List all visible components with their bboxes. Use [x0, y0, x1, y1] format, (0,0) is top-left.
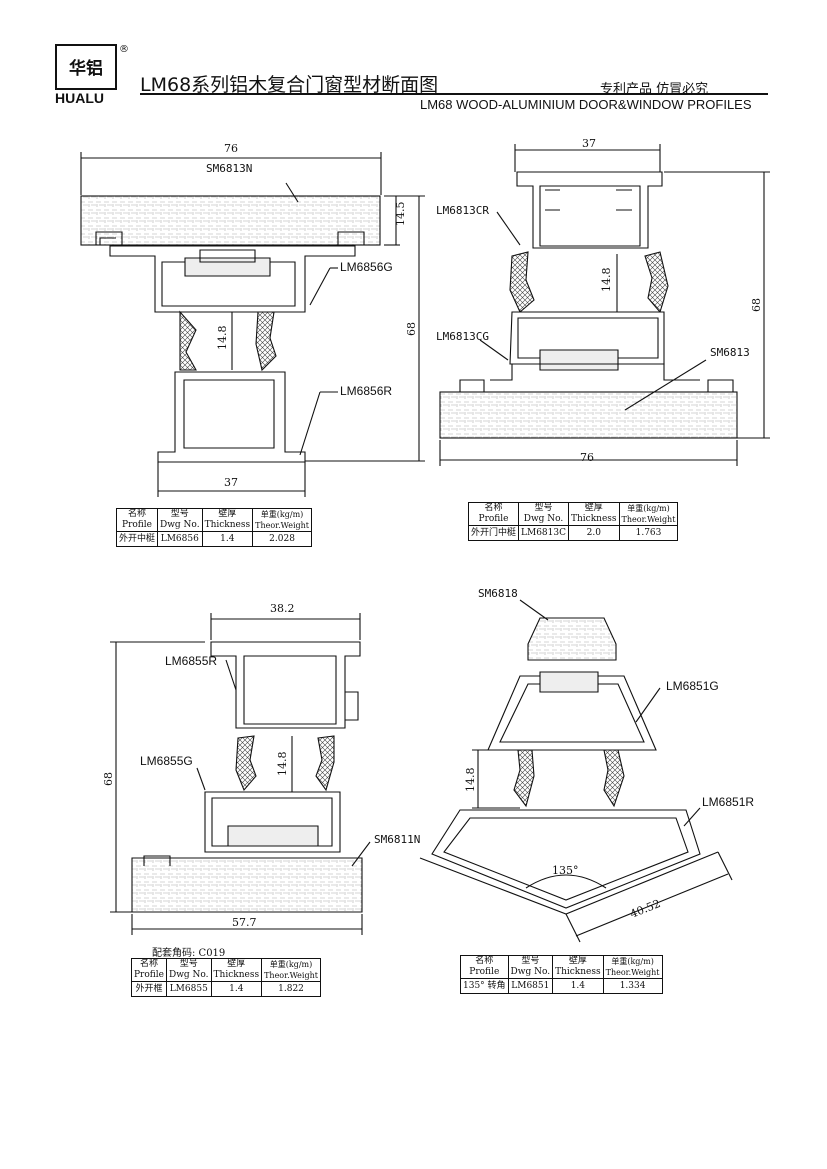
label-sm6818: SM6818: [478, 587, 518, 600]
dim-68-s1: 68: [405, 322, 418, 336]
section-2-drawing: [439, 144, 770, 466]
page-title-en: LM68 WOOD-ALUMINIUM DOOR&WINDOW PROFILES: [420, 97, 752, 112]
header-rule: [140, 93, 768, 95]
dim-68-s3: 68: [102, 772, 115, 786]
cell-weight: 1.822: [261, 981, 321, 997]
dim-38-2: 38.2: [270, 602, 295, 615]
section-1-drawing: [80, 152, 425, 497]
section-3-drawing: [110, 613, 371, 935]
cell-profile: 外开中梃: [115, 531, 159, 547]
cell-thickness: 1.4: [210, 981, 263, 997]
label-lm6855g: LM6855G: [140, 754, 193, 768]
cell-thickness: 2.0: [568, 525, 620, 541]
cell-dwg: LM6813C: [518, 525, 569, 541]
dim-135-deg: 135°: [552, 864, 579, 877]
label-lm6813cg: LM6813CG: [436, 330, 489, 343]
label-lm6855r: LM6855R: [165, 654, 217, 668]
cell-profile: 135° 转角: [460, 978, 509, 994]
th-weight: 单重(kg/m)Theor.Weight: [618, 502, 679, 526]
dim-14-8-s1: 14.8: [216, 326, 229, 351]
cell-thickness: 1.4: [552, 978, 604, 994]
registered-mark: ®: [119, 44, 129, 55]
page-title-zh: LM68系列铝木复合门窗型材断面图: [140, 74, 439, 96]
th-weight: 单重(kg/m)Theor.Weight: [252, 508, 312, 532]
label-lm6856r: LM6856R: [340, 384, 392, 398]
cell-dwg: LM6855: [165, 981, 212, 997]
th-weight: 单重(kg/m)Theor.Weight: [261, 958, 321, 982]
dim-14-8-s3: 14.8: [276, 752, 289, 777]
label-lm6856g: LM6856G: [340, 260, 393, 274]
corner-key-note: 配套角码: C019: [152, 948, 226, 959]
label-sm6813n: SM6813N: [206, 162, 252, 175]
section-4-drawing: [419, 599, 733, 943]
cell-thickness: 1.4: [201, 531, 254, 547]
cell-profile: 外开门中梃: [467, 525, 520, 541]
label-lm6813cr: LM6813CR: [436, 204, 489, 217]
cell-weight: 2.028: [252, 531, 312, 547]
dim-37-top: 37: [582, 137, 596, 150]
dim-76-top: 76: [224, 142, 238, 155]
brand-logo: 华铝: [55, 44, 117, 90]
dim-76-bottom: 76: [580, 451, 594, 464]
label-sm6813: SM6813: [710, 346, 750, 359]
dim-40-52: 40.52: [628, 897, 662, 921]
dim-37-bottom: 37: [224, 476, 238, 489]
cell-weight: 1.334: [602, 978, 663, 994]
cell-weight: 1.763: [618, 525, 679, 541]
cell-profile: 外开框: [131, 981, 167, 997]
label-lm6851g: LM6851G: [666, 679, 719, 693]
dim-14-8-s4: 14.8: [464, 768, 477, 793]
dim-14-5: 14.5: [394, 202, 407, 227]
brand-name: HUALU: [55, 90, 104, 106]
label-lm6851r: LM6851R: [702, 795, 754, 809]
dim-14-8-s2: 14.8: [600, 268, 613, 293]
label-sm6811n: SM6811N: [374, 833, 420, 846]
cell-dwg: LM6856: [157, 531, 203, 547]
dim-68-s2: 68: [750, 298, 763, 312]
th-weight: 单重(kg/m)Theor.Weight: [602, 955, 663, 979]
dim-57-7: 57.7: [232, 916, 257, 929]
cell-dwg: LM6851: [507, 978, 554, 994]
